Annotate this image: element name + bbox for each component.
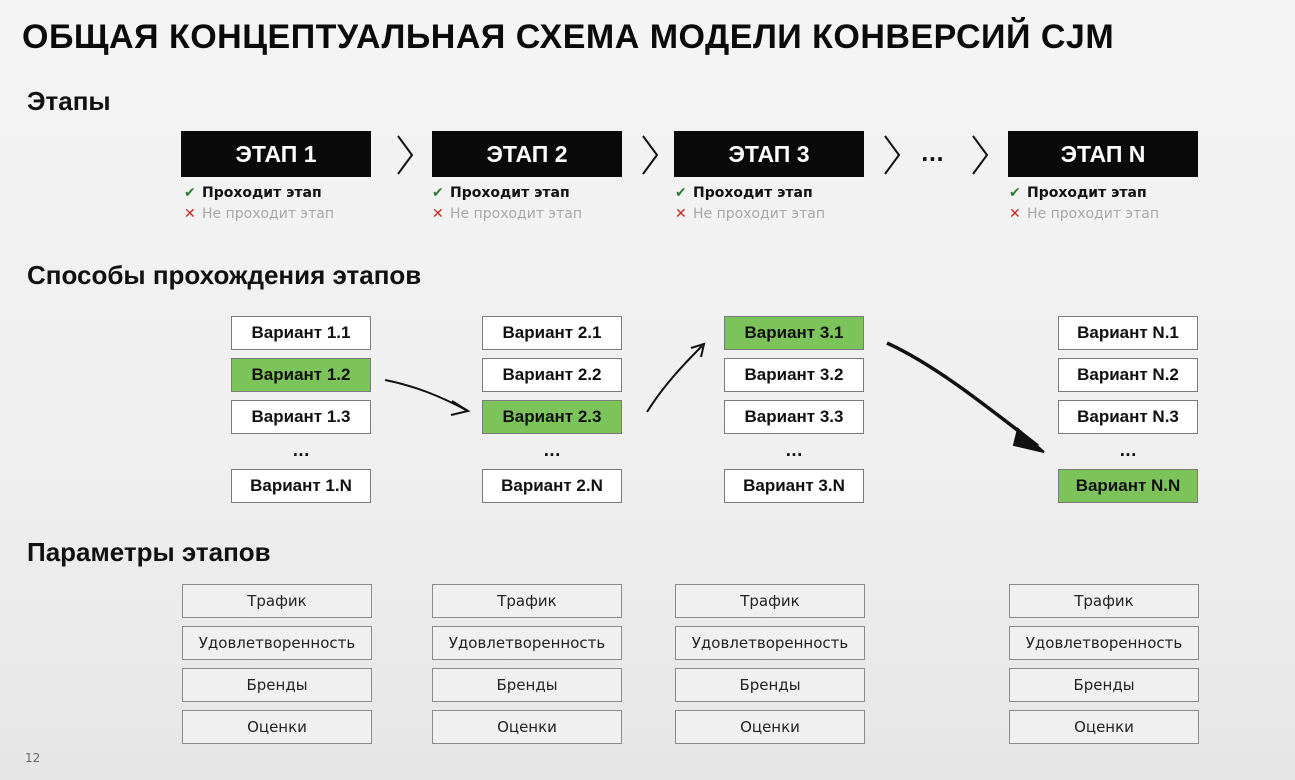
variant-box: Вариант 3.N [724,469,864,503]
variant-box: Вариант 1.1 [231,316,371,350]
variant-box: Вариант 1.3 [231,400,371,434]
chevron-right-icon [397,135,414,175]
cross-icon: ✕ [184,206,196,222]
variant-ellipsis: ... [785,442,803,460]
page-number: 12 [25,751,41,765]
param-box: Оценки [1009,710,1199,744]
param-box: Бренды [675,668,865,702]
variant-box: Вариант N.2 [1058,358,1198,392]
section-stages-heading: Этапы [27,86,111,116]
variant-box: Вариант 3.3 [724,400,864,434]
variant-ellipsis: ... [1119,442,1137,460]
slide-title: ОБЩАЯ КОНЦЕПТУАЛЬНАЯ СХЕМА МОДЕЛИ КОНВЕР… [22,18,1115,56]
arrowhead [1012,427,1045,453]
variant-ellipsis: ... [543,442,561,460]
variant-box: Вариант N.1 [1058,316,1198,350]
arrow-3-to-n [886,341,1040,448]
arrow-2-to-3 [646,345,703,413]
arrowhead [450,400,471,416]
variant-box: Вариант 2.1 [482,316,622,350]
variant-box: Вариант 3.1 [724,316,864,350]
check-icon: ✔ [675,185,687,201]
chevron-right-icon [972,135,989,175]
stage-box-3: ЭТАП 3 [674,131,864,177]
stage-n-fail: ✕Не проходит этап [1009,206,1160,222]
chevron-right-icon [884,135,901,175]
variant-box: Вариант 2.3 [482,400,622,434]
cross-icon: ✕ [675,206,687,222]
param-box: Трафик [675,584,865,618]
stage-n-pass: ✔Проходит этап [1009,185,1147,201]
variant-box: Вариант 1.2 [231,358,371,392]
check-icon: ✔ [1009,185,1021,201]
param-box: Бренды [182,668,372,702]
param-box: Удовлетворенность [182,626,372,660]
stage-3-pass: ✔Проходит этап [675,185,813,201]
stage-box-1: ЭТАП 1 [181,131,371,177]
variant-box: Вариант 2.N [482,469,622,503]
section-ways-heading: Способы прохождения этапов [27,260,422,290]
param-box: Трафик [432,584,622,618]
stage-2-fail: ✕Не проходит этап [432,206,583,222]
variant-box: Вариант 1.N [231,469,371,503]
stage-2-pass: ✔Проходит этап [432,185,570,201]
chevron-right-icon [642,135,659,175]
section-params-heading: Параметры этапов [27,537,271,567]
param-box: Трафик [182,584,372,618]
variant-box: Вариант 2.2 [482,358,622,392]
check-icon: ✔ [432,185,444,201]
param-box: Трафик [1009,584,1199,618]
arrow-1-to-2 [384,379,467,411]
cross-icon: ✕ [432,206,444,222]
variant-box: Вариант N.N [1058,469,1198,503]
cross-icon: ✕ [1009,206,1021,222]
param-box: Бренды [432,668,622,702]
param-box: Удовлетворенность [432,626,622,660]
stage-box-2: ЭТАП 2 [432,131,622,177]
stage-1-pass: ✔Проходит этап [184,185,322,201]
variant-box: Вариант 3.2 [724,358,864,392]
variant-ellipsis: ... [292,442,310,460]
param-box: Оценки [675,710,865,744]
variant-box: Вариант N.3 [1058,400,1198,434]
param-box: Бренды [1009,668,1199,702]
stage-box-n: ЭТАП N [1008,131,1198,177]
param-box: Оценки [182,710,372,744]
stage-3-fail: ✕Не проходит этап [675,206,826,222]
arrowhead [690,342,706,358]
param-box: Удовлетворенность [1009,626,1199,660]
stage-ellipsis: ... [921,142,944,166]
check-icon: ✔ [184,185,196,201]
param-box: Удовлетворенность [675,626,865,660]
stage-1-fail: ✕Не проходит этап [184,206,335,222]
param-box: Оценки [432,710,622,744]
